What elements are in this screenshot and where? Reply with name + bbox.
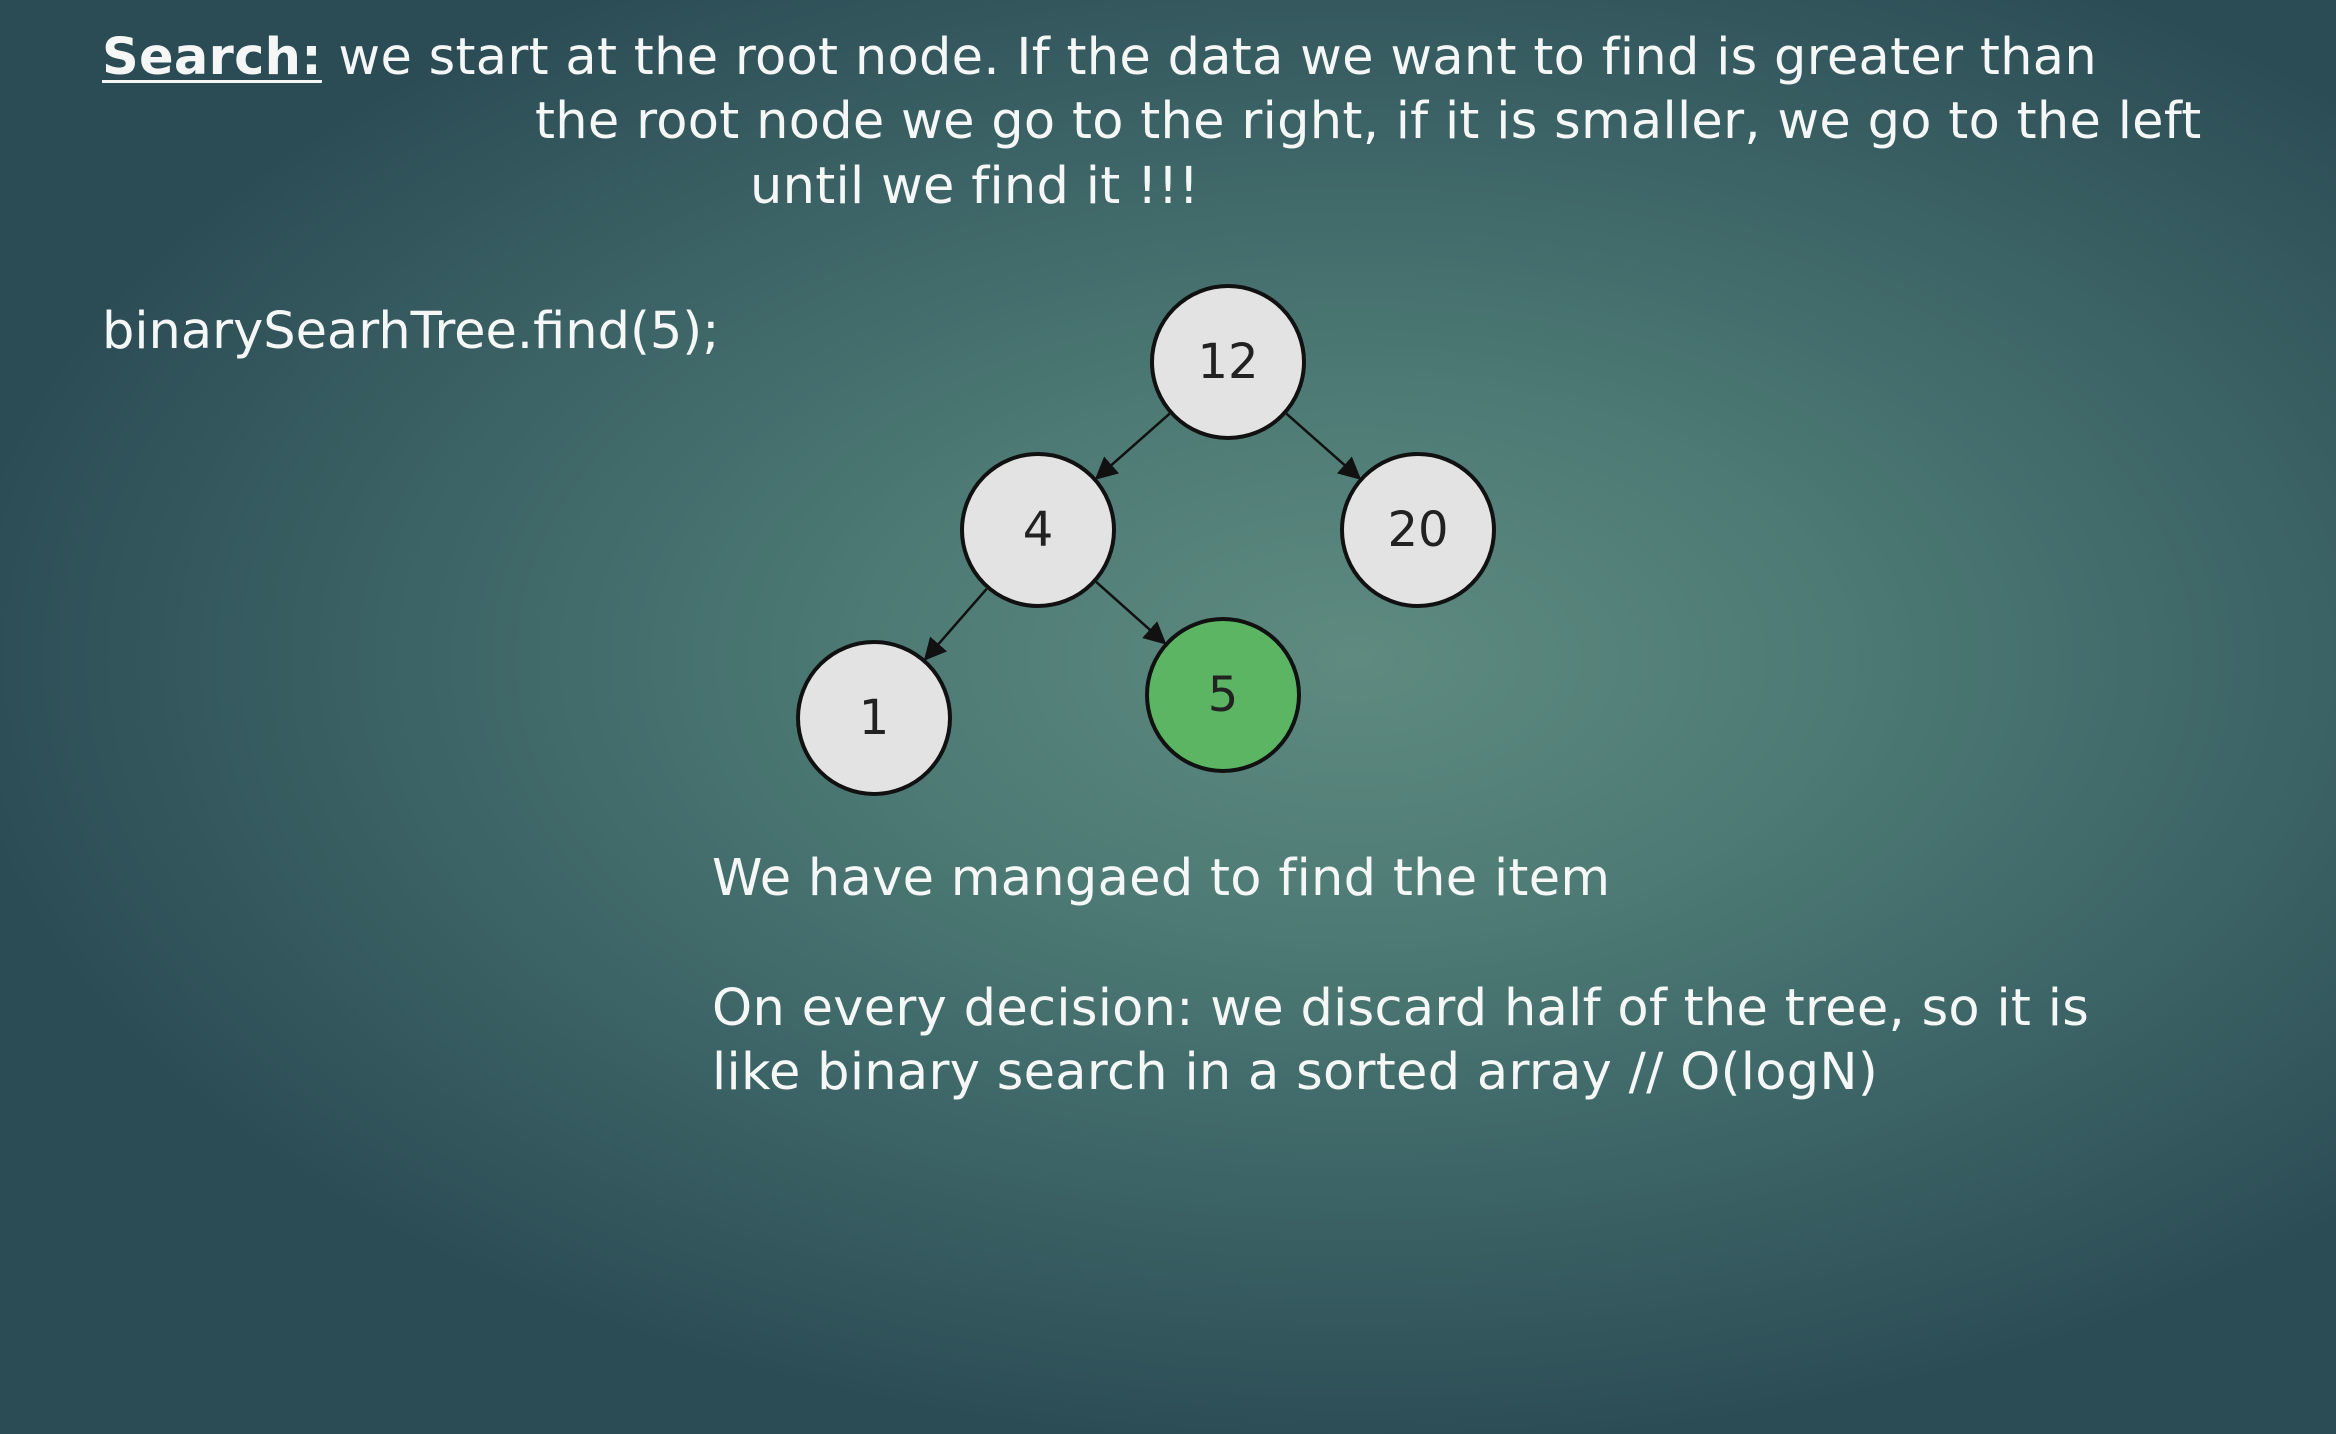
tree-node-1: 1 (796, 640, 952, 796)
tree-node-label: 20 (1387, 502, 1448, 558)
tree-node-label: 5 (1208, 667, 1239, 723)
tree-node-circle (1150, 284, 1306, 440)
tree-edges (923, 412, 1362, 661)
heading-line-2: the root node we go to the right, if it … (535, 92, 2202, 151)
heading-line-3: until we find it !!! (750, 157, 1200, 216)
result-note-line-1: On every decision: we discard half of th… (712, 979, 2090, 1038)
tree-node-4: 4 (960, 452, 1116, 608)
heading-keyword: Search: (102, 28, 322, 87)
edge-n4-n1 (923, 587, 988, 661)
heading-line-1: Search: we start at the root node. If th… (102, 26, 2097, 90)
edge-n12-n20 (1285, 412, 1362, 480)
tree-nodes: 12 4 20 1 5 (796, 284, 1496, 796)
tree-node-20: 20 (1340, 452, 1496, 608)
tree-node-12: 12 (1150, 284, 1306, 440)
tree-node-circle (1340, 452, 1496, 608)
tree-node-circle (796, 640, 952, 796)
edge-n4-n5 (1095, 580, 1167, 645)
result-found: We have mangaed to find the item (712, 849, 1611, 908)
tree-node-circle (1145, 617, 1301, 773)
tree-node-circle (960, 452, 1116, 608)
tree-node-label: 12 (1197, 334, 1258, 390)
edge-n12-n4 (1094, 412, 1171, 480)
tree-node-label: 4 (1023, 502, 1054, 558)
result-note-line-2: like binary search in a sorted array // … (712, 1043, 1879, 1102)
heading-line-1-text: we start at the root node. If the data w… (321, 28, 2097, 87)
code-call: binarySearhTree.find(5); (102, 302, 720, 361)
tree-node-label: 1 (859, 690, 890, 746)
tree-node-5: 5 (1145, 617, 1301, 773)
